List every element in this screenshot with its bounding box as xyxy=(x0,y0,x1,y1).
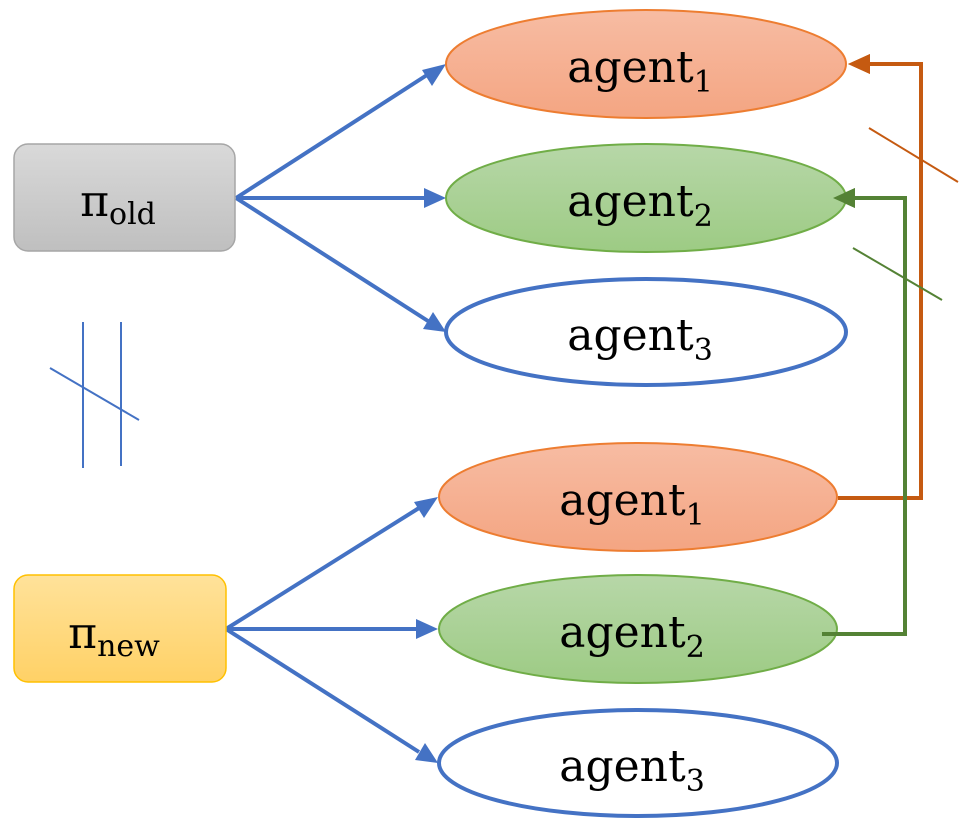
agent1-link-slash xyxy=(868,127,959,183)
old-policy-arrows xyxy=(234,64,446,332)
agent-name: agent xyxy=(567,176,694,227)
svg-text:agent1: agent1 xyxy=(559,475,705,533)
arrow-old-to-agent3 xyxy=(234,196,430,323)
agent2-link-slash xyxy=(852,247,943,301)
agent-index: 3 xyxy=(686,764,705,799)
svg-text:agent2: agent2 xyxy=(567,176,713,234)
agent-name: agent xyxy=(559,607,686,658)
old-agent-2: agent2 xyxy=(445,143,847,253)
svg-text:agent3: agent3 xyxy=(567,310,713,368)
arrowhead-old-agent2 xyxy=(424,188,446,208)
old-policy-box: πold xyxy=(13,143,236,252)
agent-index: 2 xyxy=(686,630,705,665)
svg-text:agent1: agent1 xyxy=(567,42,713,100)
agent1-link xyxy=(838,54,959,500)
new-agent-3: agent3 xyxy=(437,708,839,818)
arrowhead-new-agent2 xyxy=(416,619,438,639)
agent1-link-arrowhead-top xyxy=(848,54,870,74)
old-agent-1: agent1 xyxy=(445,9,847,119)
agent-index: 3 xyxy=(694,333,713,368)
agent-index: 1 xyxy=(686,498,705,533)
new-agent-1: agent1 xyxy=(438,442,838,552)
agent-name: agent xyxy=(559,741,686,792)
agent-name: agent xyxy=(559,475,686,526)
new-agent-2: agent2 xyxy=(438,574,838,684)
arrow-new-to-agent1 xyxy=(224,506,421,631)
arrowhead-old-agent3 xyxy=(423,312,446,332)
agent-index: 1 xyxy=(694,65,713,100)
old-policy-label: πold xyxy=(80,176,156,232)
arrowhead-new-agent1 xyxy=(414,497,438,518)
arrowhead-new-agent3 xyxy=(415,743,438,763)
arrow-new-to-agent3 xyxy=(224,627,421,754)
new-policy-label: πnew xyxy=(68,608,160,664)
not-equal-symbol xyxy=(49,322,140,468)
new-policy-box: πnew xyxy=(13,574,227,683)
arrow-old-to-agent1 xyxy=(234,73,429,200)
agent-name: agent xyxy=(567,310,694,361)
svg-text:agent2: agent2 xyxy=(559,607,705,665)
agent2-link-arrowhead-top xyxy=(833,188,855,208)
svg-text:agent3: agent3 xyxy=(559,741,705,799)
old-agent-3: agent3 xyxy=(444,277,848,387)
agent-index: 2 xyxy=(694,199,713,234)
agent2-link xyxy=(822,188,943,636)
arrowhead-old-agent1 xyxy=(422,64,446,86)
agent-name: agent xyxy=(567,42,694,93)
new-policy-arrows xyxy=(224,497,438,763)
